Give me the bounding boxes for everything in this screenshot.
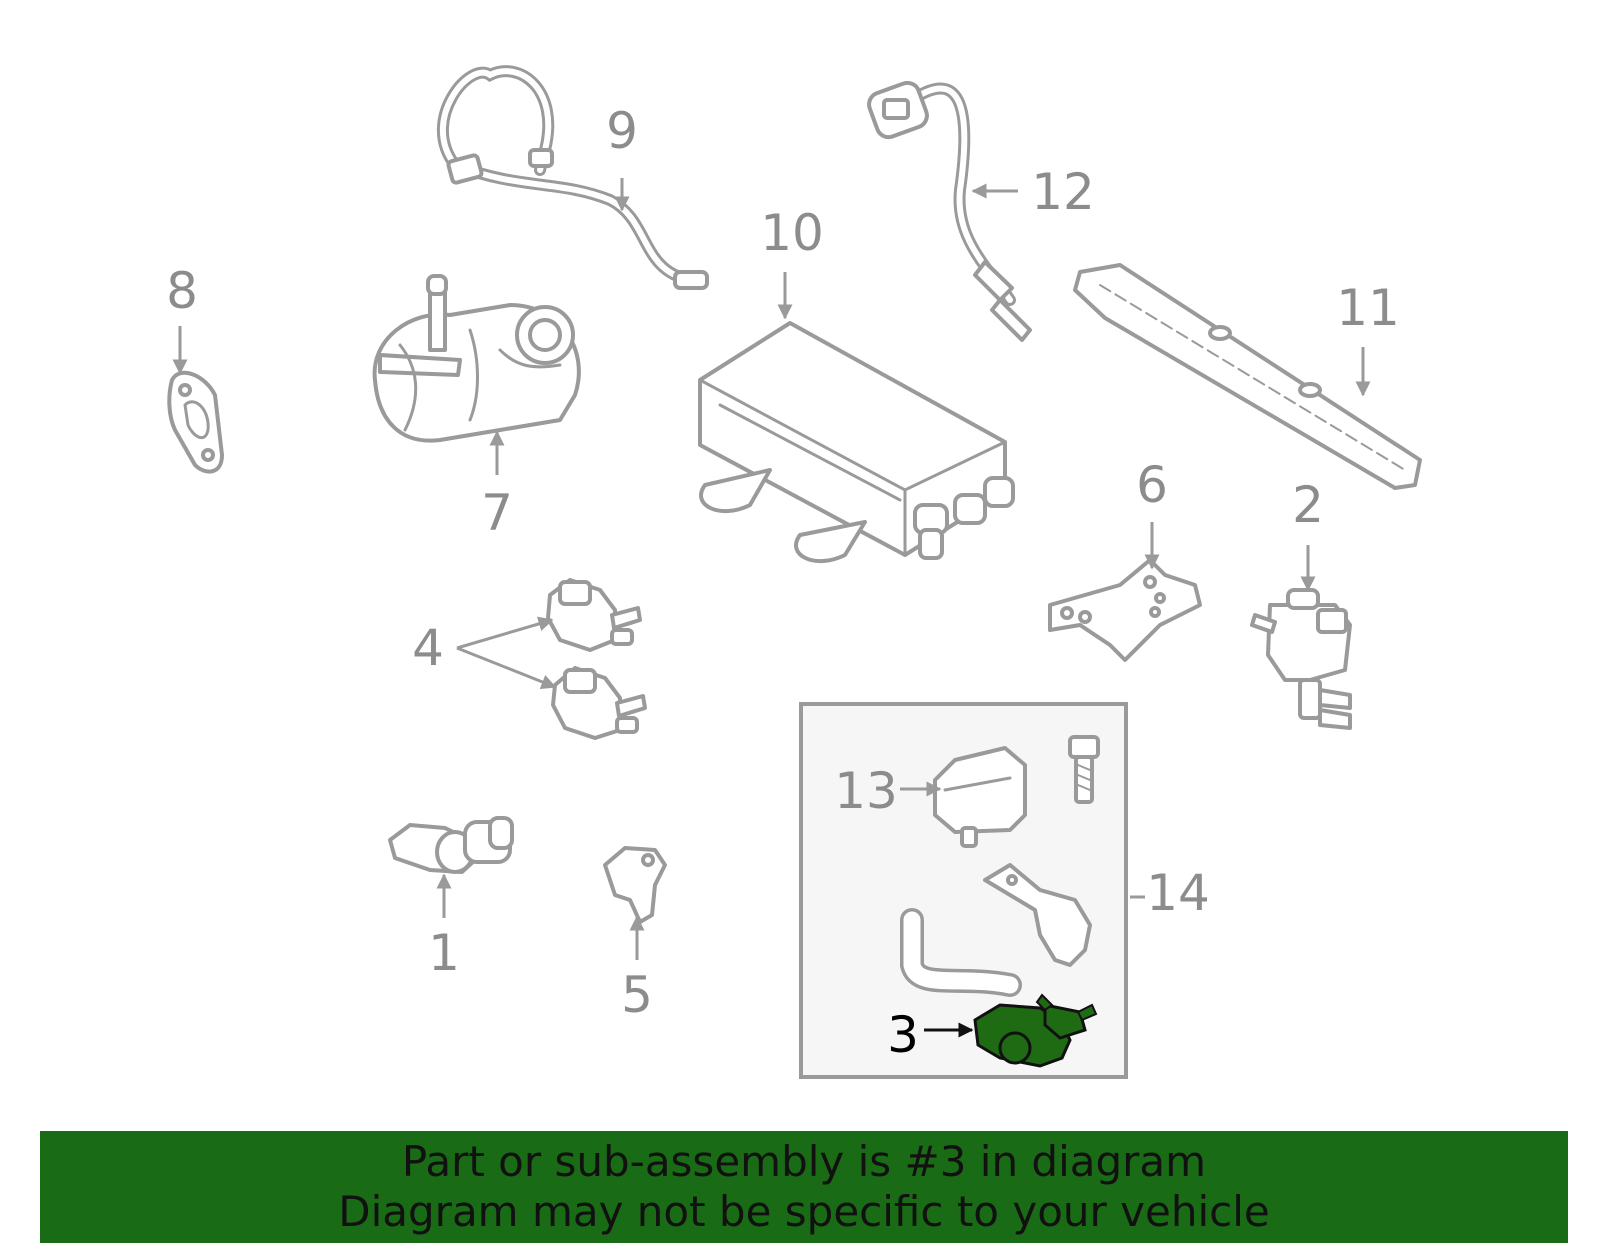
callout-10: 10: [760, 204, 824, 262]
inset-bracket: [983, 863, 1092, 967]
part-5-small-bracket: [603, 846, 667, 924]
part-9-sensor-cable: [436, 65, 709, 290]
info-banner: Part or sub-assembly is #3 in diagram Di…: [40, 1131, 1568, 1243]
part-8-gasket: [167, 370, 224, 474]
part-12-oxygen-sensor: [867, 80, 1032, 342]
callout-11: 11: [1336, 279, 1400, 337]
callout-2: 2: [1292, 476, 1324, 534]
part-6-bracket: [1048, 558, 1202, 662]
callout-9: 9: [606, 102, 638, 160]
callout-8: 8: [166, 262, 198, 320]
callout-7: 7: [481, 484, 513, 542]
part-13-sensor: [933, 746, 1027, 848]
hose: [900, 908, 1022, 997]
part-10-charcoal-canister: [698, 321, 1015, 564]
leader-lines: [172, 178, 1371, 1038]
callout-12: 12: [1031, 163, 1095, 221]
banner-line-disclaimer: Diagram may not be specific to your vehi…: [338, 1187, 1270, 1236]
callout-5: 5: [621, 966, 653, 1024]
part-1-purge-valve: [388, 816, 514, 874]
banner-line-part-info: Part or sub-assembly is #3 in diagram: [401, 1137, 1207, 1186]
callout-1: 1: [428, 924, 460, 982]
callout-4: 4: [412, 619, 444, 677]
part-7-egr-valve: [372, 274, 581, 443]
bolt: [1068, 735, 1100, 804]
callout-6: 6: [1136, 456, 1168, 514]
callout-3-highlighted: 3: [887, 1006, 919, 1064]
callout-13: 13: [834, 762, 898, 820]
part-11-bracket-bar: [1073, 263, 1422, 490]
part-3-vacuum-switching-valve-highlighted: [973, 993, 1098, 1068]
part-2-vacuum-solenoid: [1250, 588, 1352, 730]
callout-14: 14: [1146, 864, 1210, 922]
part-4-solenoid-valves: [546, 578, 647, 740]
